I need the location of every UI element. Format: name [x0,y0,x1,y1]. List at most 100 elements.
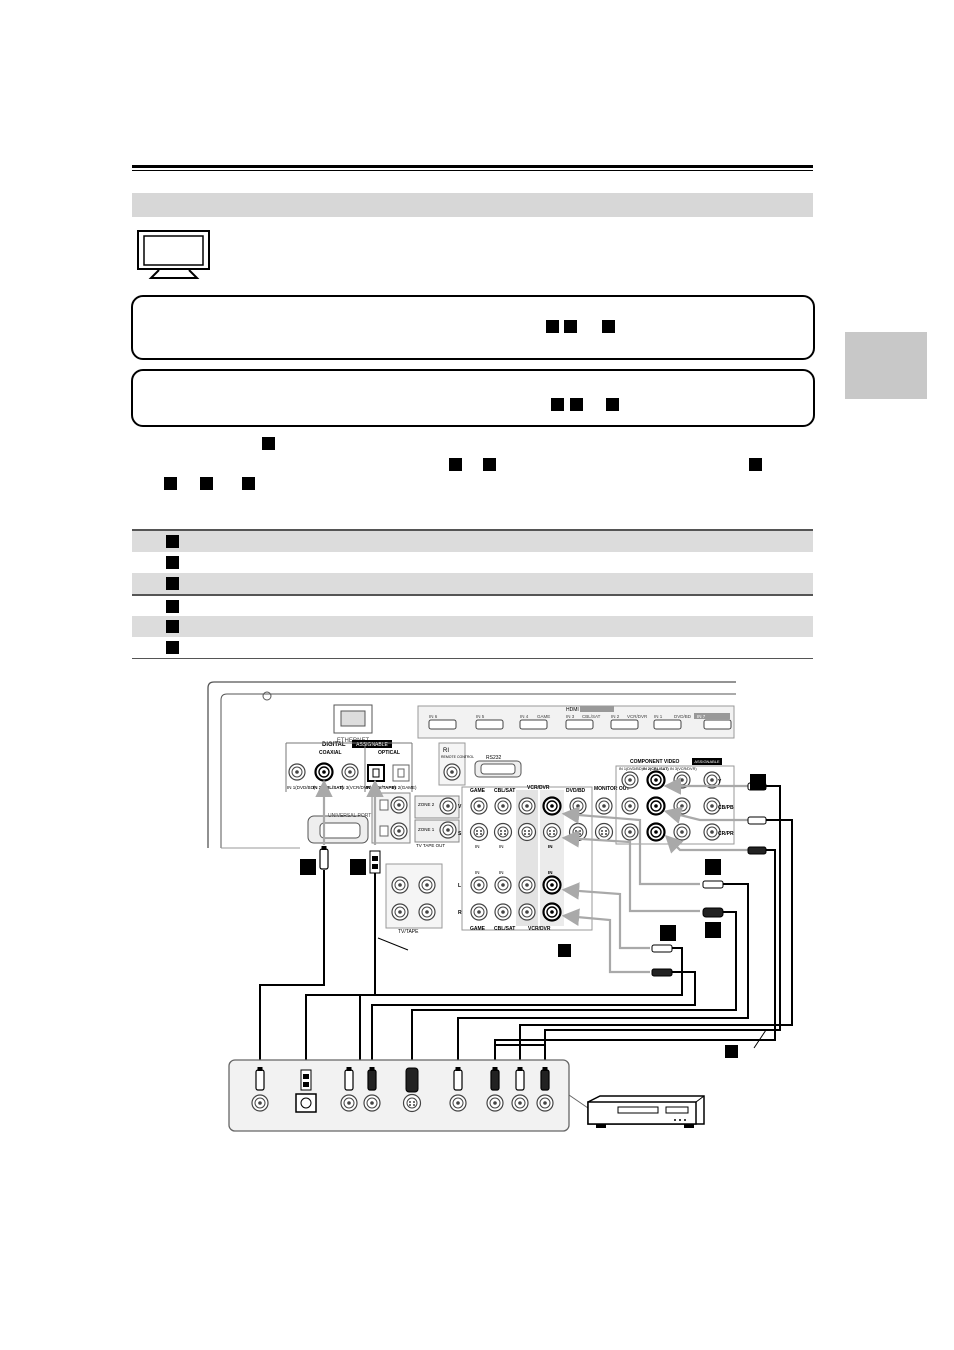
assignable-label: ASSIGNABLE [356,742,388,748]
note2-marker-1 [551,398,564,411]
para-marker [449,458,462,471]
note1-marker-2 [564,320,577,333]
cables [259,785,793,1070]
callouts [300,774,766,1058]
dvd-bd-label: DVD/BD [566,788,586,794]
comp-in1: IN 1(DVD/BD) [619,767,644,771]
side-chapter-tab [845,332,927,399]
tv-tape-label: TV/TAPE [398,929,419,935]
optical-label: OPTICAL [378,750,400,756]
ri-rs232: RI REMOTE CONTROL RS232 [438,742,522,786]
vcr-dvr-label-bottom: VCR/DVR [528,926,551,932]
para-marker [200,477,213,490]
cb-pb-label: CB/PB [718,805,734,811]
table-row [132,596,813,617]
digital-label: DIGITAL [322,742,346,748]
hdmi-label: HDMI [566,707,579,713]
component-video-label: COMPONENT VIDEO [630,759,680,765]
callout-optical [350,859,366,875]
tv-tape-out-label: TV TAPE OUT [416,843,445,848]
callout-composite [705,859,721,875]
row-marker [166,535,179,548]
coaxial-label: COAXIAL [319,750,342,756]
rs232-label: RS232 [486,755,502,761]
ri-label: RI [443,748,449,754]
para-marker [242,477,255,490]
av-input-columns: GAME CBL/SAT VCR/DVR DVD/BD MONITOR OUT … [458,785,629,932]
hdmi-in-5: IN 5 [476,714,485,719]
callout-audio-in [660,925,676,941]
callout-svideo [705,922,721,938]
y-label: Y [718,779,722,785]
comp-assignable: ASSIGNABLE [694,759,720,764]
table-bottom-rule [132,658,813,659]
comp-in2: IN 2(CBL/SAT) [643,767,669,771]
remote-control-label: REMOTE CONTROL [441,755,474,759]
l-label: L [458,883,461,889]
note1-marker-3 [602,320,615,333]
recorder-device-icon [587,1095,705,1128]
in-label: IN [548,870,553,875]
para-marker [749,458,762,471]
callout-coaxial [300,859,316,875]
note2-marker-3 [606,398,619,411]
digital-audio-section: DIGITAL ASSIGNABLE COAXIAL OPTICAL IN 1(… [285,740,417,792]
table-row [132,616,813,637]
zone-and-tvtape: ZONE 2 ZONE 1 TV TAPE OUT TV/TAPE [385,795,460,935]
coax-in1: IN 1(DVD/BD) [287,785,316,790]
table-row [132,552,813,573]
component-video-section: COMPONENT VIDEO ASSIGNABLE IN 1(DVD/BD) … [615,758,735,845]
table-top-rule [132,529,813,531]
hdmi-in-6: IN 6 [429,714,438,719]
callout-component-cable [725,1045,738,1058]
game-label-bottom: GAME [470,926,486,932]
cbl-sat-label-bottom: CBL/SAT [494,926,515,932]
hdmi-sub-cbl: CBL/SAT [582,714,601,719]
callout-component [750,774,766,790]
game-label: GAME [470,788,486,794]
ethernet-port: ETHERNET [333,704,373,744]
table-row [132,637,813,658]
ir-jacks [371,792,411,844]
r-label: R [458,910,462,916]
row-marker [166,641,179,654]
para-marker [262,437,275,450]
universal-port-label: UNIVERSAL PORT [328,813,371,819]
table-group-rule [132,594,813,596]
vcr-dvr-label: VCR/DVR [527,785,550,791]
in-label: IN [499,844,504,849]
universal-port: UNIVERSAL PORT [307,813,371,844]
row-marker [166,620,179,633]
coax-in3: IN 3(VCR/DVR) [340,785,372,790]
table-row [132,573,813,594]
note1-marker-1 [546,320,559,333]
zone1-label: ZONE 1 [418,827,435,832]
row-marker [166,577,179,590]
hdmi-in7: IN 7 [697,714,706,719]
cbl-sat-label: CBL/SAT [494,788,515,794]
in-label: IN [548,844,553,849]
callout-audio [558,944,571,957]
note-box-1 [131,295,815,360]
hdmi-in-4: IN 4 [520,714,529,719]
v-label: V [458,804,462,810]
s-label: S [458,831,462,837]
note2-marker-2 [570,398,583,411]
hdmi-section: HDMI IN 6 IN 5 IN 4 GAME IN 3 CBL/SAT IN… [417,705,735,739]
in-label: IN [475,870,480,875]
comp-in3: IN 3(VCR/DVR) [670,767,697,771]
cr-pr-label: CR/PR [718,831,734,837]
para-marker [483,458,496,471]
hdmi-in-1: IN 1 [654,714,663,719]
in-label: IN [499,870,504,875]
hdmi-sub-vcr: VCR/DVR [627,714,648,719]
source-device-panel [228,1059,589,1132]
para-marker [164,477,177,490]
table-row [132,531,813,552]
in-label: IN [475,844,480,849]
receiver-rear-panel [207,681,736,849]
row-marker [166,556,179,569]
note-box-2 [131,369,815,427]
hdmi-in-2: IN 2 [611,714,620,719]
